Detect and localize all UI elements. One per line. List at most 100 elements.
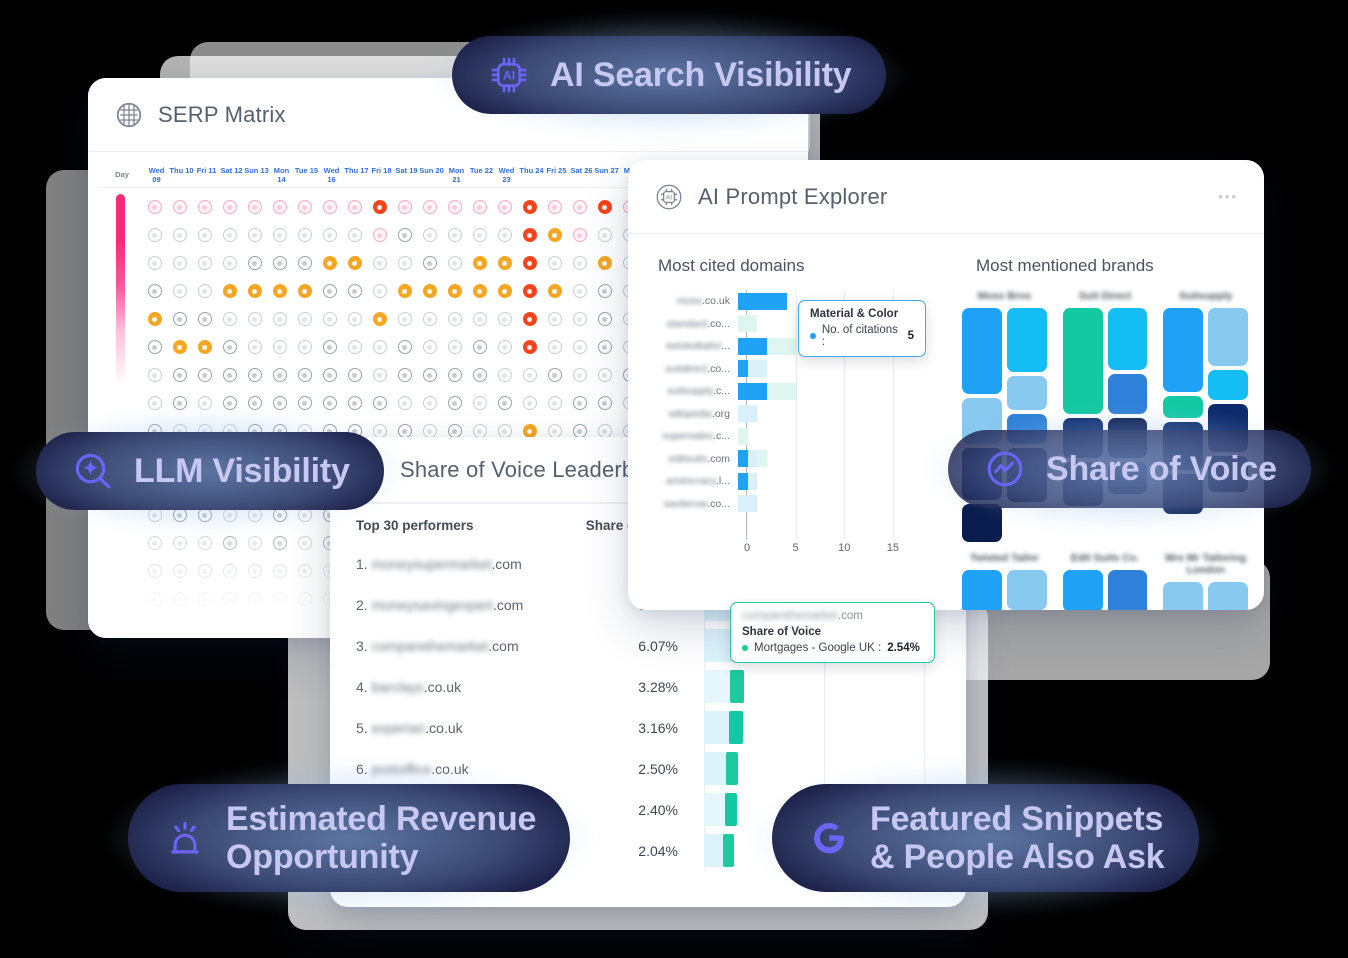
serp-cell[interactable] (217, 558, 242, 584)
badge-share-of-voice[interactable]: Share of Voice (926, 408, 1333, 530)
brand-column[interactable]: Twisted Tailor (962, 552, 1047, 610)
serp-cell[interactable] (217, 334, 242, 360)
serp-cell[interactable] (367, 390, 392, 416)
serp-cell[interactable] (292, 390, 317, 416)
serp-cell[interactable] (317, 306, 342, 332)
serp-cell[interactable] (492, 250, 517, 276)
serp-cell[interactable] (242, 558, 267, 584)
serp-cell[interactable] (392, 250, 417, 276)
serp-cell[interactable] (367, 362, 392, 388)
serp-cell[interactable] (442, 362, 467, 388)
serp-cell[interactable] (267, 530, 292, 556)
serp-cell[interactable] (242, 222, 267, 248)
serp-cell[interactable] (217, 250, 242, 276)
serp-cell[interactable] (342, 194, 367, 220)
serp-cell[interactable] (167, 222, 192, 248)
serp-cell[interactable] (317, 278, 342, 304)
serp-cell[interactable] (342, 306, 367, 332)
serp-cell[interactable] (292, 530, 317, 556)
citation-row[interactable]: suitdirect.co... (652, 358, 930, 381)
serp-cell[interactable] (592, 222, 617, 248)
serp-cell[interactable] (492, 194, 517, 220)
serp-cell[interactable] (442, 222, 467, 248)
serp-cell[interactable] (217, 362, 242, 388)
serp-cell[interactable] (167, 194, 192, 220)
serp-cell[interactable] (517, 306, 542, 332)
serp-cell[interactable] (542, 250, 567, 276)
serp-cell[interactable] (292, 222, 317, 248)
serp-cell[interactable] (467, 194, 492, 220)
badge-estimated-revenue-opportunity[interactable]: Estimated Revenue Opportunity (106, 762, 593, 915)
serp-cell[interactable] (292, 586, 317, 612)
serp-cell[interactable] (142, 362, 167, 388)
serp-cell[interactable] (542, 222, 567, 248)
serp-cell[interactable] (192, 362, 217, 388)
serp-cell[interactable] (192, 334, 217, 360)
serp-cell[interactable] (242, 586, 267, 612)
serp-cell[interactable] (167, 334, 192, 360)
serp-cell[interactable] (167, 530, 192, 556)
serp-cell[interactable] (317, 222, 342, 248)
serp-cell[interactable] (442, 278, 467, 304)
serp-cell[interactable] (217, 222, 242, 248)
badge-ai-search-visibility[interactable]: AI AI Search Visibility (430, 14, 908, 136)
citation-row[interactable]: suitsupply.c... (652, 380, 930, 403)
serp-cell[interactable] (417, 334, 442, 360)
more-dots-icon[interactable]: ••• (1218, 189, 1238, 204)
serp-cell[interactable] (592, 390, 617, 416)
serp-cell[interactable] (267, 362, 292, 388)
serp-cell[interactable] (292, 306, 317, 332)
serp-cell[interactable] (392, 222, 417, 248)
serp-cell[interactable] (192, 558, 217, 584)
serp-cell[interactable] (542, 194, 567, 220)
serp-cell[interactable] (417, 222, 442, 248)
serp-cell[interactable] (367, 250, 392, 276)
serp-cell[interactable] (467, 362, 492, 388)
serp-cell[interactable] (242, 194, 267, 220)
serp-cell[interactable] (592, 306, 617, 332)
serp-cell[interactable] (217, 194, 242, 220)
serp-cell[interactable] (442, 306, 467, 332)
citation-row[interactable]: aristocracy.l... (652, 470, 930, 493)
serp-cell[interactable] (467, 222, 492, 248)
serp-cell[interactable] (592, 194, 617, 220)
serp-cell[interactable] (567, 194, 592, 220)
serp-cell[interactable] (192, 278, 217, 304)
serp-cell[interactable] (292, 194, 317, 220)
serp-cell[interactable] (542, 278, 567, 304)
serp-cell[interactable] (342, 334, 367, 360)
serp-cell[interactable] (342, 250, 367, 276)
serp-cell[interactable] (542, 306, 567, 332)
serp-cell[interactable] (517, 362, 542, 388)
serp-cell[interactable] (442, 194, 467, 220)
serp-cell[interactable] (192, 306, 217, 332)
serp-cell[interactable] (167, 250, 192, 276)
serp-cell[interactable] (417, 250, 442, 276)
serp-cell[interactable] (267, 250, 292, 276)
serp-cell[interactable] (492, 278, 517, 304)
serp-cell[interactable] (242, 334, 267, 360)
serp-cell[interactable] (192, 586, 217, 612)
badge-featured-snippets-paa[interactable]: Featured Snippets & People Also Ask (750, 762, 1221, 915)
serp-cell[interactable] (167, 362, 192, 388)
serp-cell[interactable] (142, 306, 167, 332)
serp-cell[interactable] (167, 306, 192, 332)
serp-cell[interactable] (292, 558, 317, 584)
serp-cell[interactable] (292, 362, 317, 388)
serp-cell[interactable] (517, 194, 542, 220)
serp-cell[interactable] (317, 362, 342, 388)
serp-cell[interactable] (342, 278, 367, 304)
citation-row[interactable]: saviterow.co... (652, 493, 930, 516)
serp-cell[interactable] (292, 250, 317, 276)
serp-cell[interactable] (267, 306, 292, 332)
serp-cell[interactable] (517, 250, 542, 276)
serp-cell[interactable] (567, 390, 592, 416)
serp-cell[interactable] (292, 334, 317, 360)
serp-cell[interactable] (217, 530, 242, 556)
serp-cell[interactable] (142, 222, 167, 248)
serp-cell[interactable] (517, 334, 542, 360)
serp-cell[interactable] (142, 250, 167, 276)
serp-cell[interactable] (267, 586, 292, 612)
serp-cell[interactable] (442, 250, 467, 276)
serp-cell[interactable] (242, 362, 267, 388)
